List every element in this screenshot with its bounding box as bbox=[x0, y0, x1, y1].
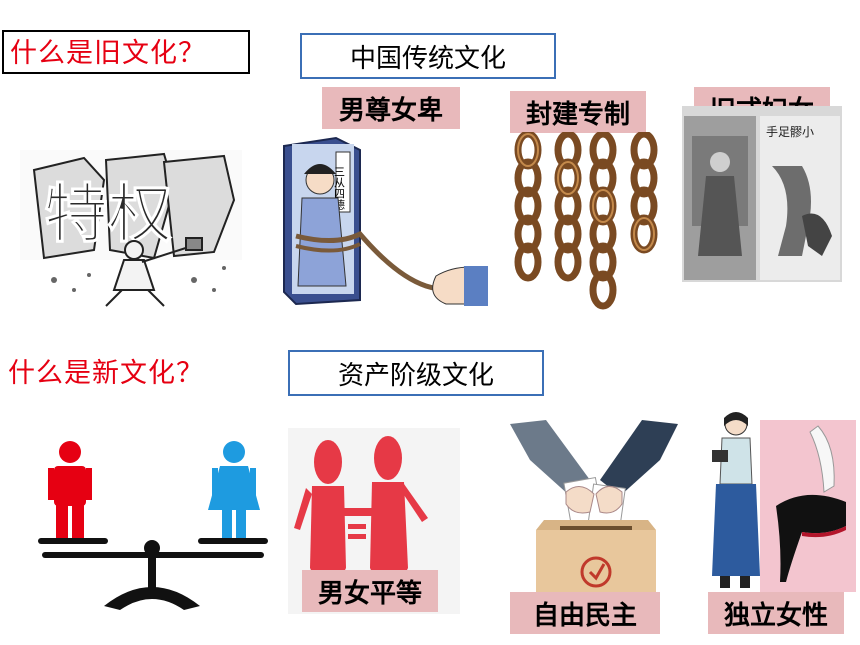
feudal-autocracy-label: 封建专制 bbox=[510, 91, 646, 133]
independent-woman-label: 独立女性 bbox=[708, 592, 844, 634]
independent-woman-illustration bbox=[706, 406, 856, 596]
bound-woman-book-illustration: 三从四德 bbox=[276, 136, 488, 308]
gender-equality-label: 男女平等 bbox=[302, 570, 438, 612]
freedom-democracy-label: 自由民主 bbox=[510, 592, 660, 634]
traditional-culture-box: 中国传统文化 bbox=[300, 33, 556, 79]
bourgeois-culture-box: 资产阶级文化 bbox=[288, 350, 544, 396]
chains-illustration bbox=[508, 132, 668, 312]
old-culture-question: 什么是旧文化？ bbox=[2, 30, 250, 74]
old-women-photos: 手足髎小 bbox=[682, 106, 842, 282]
photo-caption: 手足髎小 bbox=[766, 125, 814, 139]
privilege-smash-illustration: 特权 bbox=[14, 140, 250, 310]
privilege-text: 特权 bbox=[44, 178, 172, 252]
ballot-box-illustration bbox=[510, 420, 678, 600]
male-superior-label: 男尊女卑 bbox=[322, 87, 460, 129]
new-culture-question: 什么是新文化？ bbox=[8, 358, 204, 389]
gender-equality-scale bbox=[34, 438, 270, 614]
